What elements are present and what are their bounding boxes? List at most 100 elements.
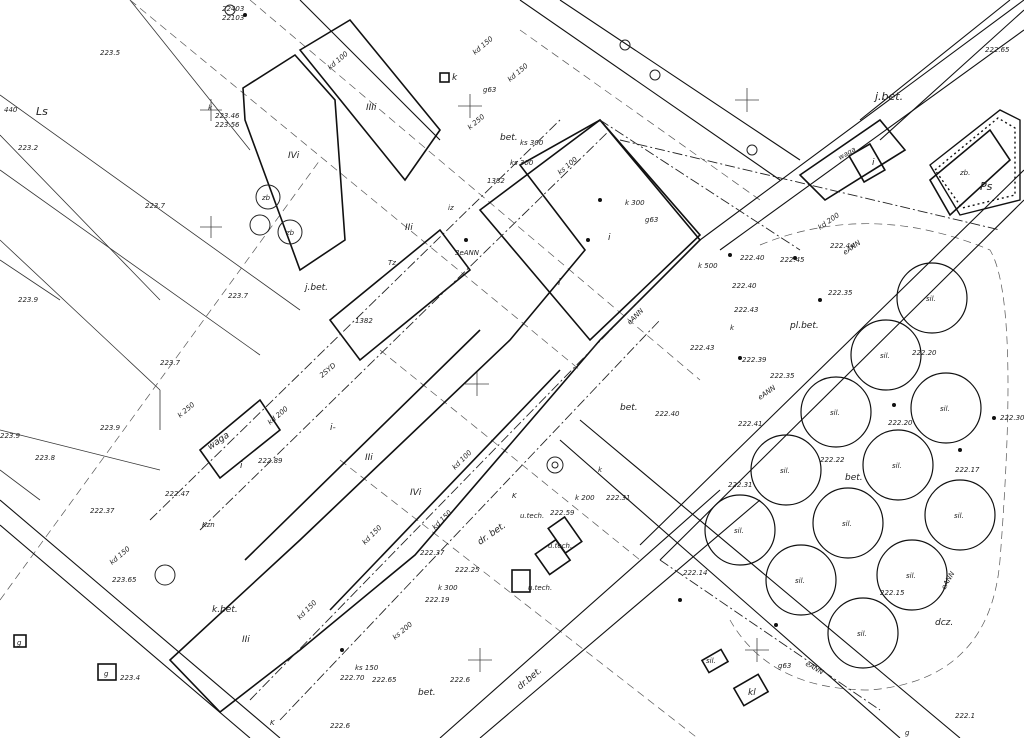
silo-label-5: sil. bbox=[892, 462, 902, 470]
building-label-9: IIi bbox=[242, 635, 250, 645]
elev-31: 222.70 bbox=[340, 674, 365, 682]
building-label-4: i bbox=[558, 278, 561, 288]
elev-13: 222.17 bbox=[955, 466, 980, 474]
building-label-5: IIi bbox=[405, 223, 413, 233]
elev-41: 222.15 bbox=[880, 589, 905, 597]
silo-12 bbox=[827, 597, 899, 669]
elev-5: 223.9 bbox=[100, 424, 121, 432]
building-labels: IVi IIIi i i IIi i- IVi IIi IIi i i bbox=[240, 103, 875, 645]
buildings bbox=[13, 18, 1012, 714]
label-dcz: dcz. bbox=[935, 618, 953, 628]
silo-label-9: sil. bbox=[734, 527, 744, 535]
marker-1: k bbox=[452, 73, 458, 83]
silo-label-12: sil. bbox=[857, 630, 867, 638]
silo-label-7: sil. bbox=[954, 512, 964, 520]
label-jbet-top: j.bet. bbox=[873, 90, 903, 103]
utility-label-6: ks 300 bbox=[520, 139, 544, 147]
marker-9: Tz bbox=[388, 259, 396, 267]
label-bet-bottom: bet. bbox=[418, 688, 436, 698]
silo-label-10: sil. bbox=[906, 572, 916, 580]
elev-40: 222.20 bbox=[888, 419, 913, 427]
silo-label-1: sil. bbox=[926, 295, 936, 303]
survey-points bbox=[243, 13, 996, 652]
elev-35: 22103 bbox=[222, 14, 244, 22]
utility-lines bbox=[149, 119, 1001, 721]
building-label-2: IIIi bbox=[366, 103, 377, 113]
marker-10: Kzn bbox=[202, 521, 215, 529]
marker-4: K bbox=[270, 719, 276, 727]
elev-33: 223.56 bbox=[215, 121, 240, 129]
marker-8: g bbox=[905, 729, 910, 737]
silo-8 bbox=[812, 487, 884, 559]
elev-3: 223.9 bbox=[18, 296, 39, 304]
elev-24: 222.89 bbox=[258, 457, 283, 465]
label-utech-2: u.tech. bbox=[548, 542, 572, 550]
elev-8: 223.2 bbox=[18, 144, 39, 152]
elev-36: 222.65 bbox=[985, 46, 1010, 54]
elev-48: 222.41 bbox=[738, 420, 763, 428]
retaining-wall bbox=[929, 109, 1021, 216]
marker-3: k bbox=[598, 466, 603, 474]
elev-30: 222.65 bbox=[372, 676, 397, 684]
parcel-lines bbox=[0, 0, 301, 501]
elev-6: 223.7 bbox=[160, 359, 181, 367]
elev-19: 222.43 bbox=[690, 344, 715, 352]
label-bet-center: bet. bbox=[620, 403, 638, 413]
utility-label-13: ks 150 bbox=[355, 664, 379, 672]
markers: k k k K k g g g Tz Kzn iz K bbox=[17, 73, 910, 737]
utility-label-30: g63 bbox=[778, 662, 791, 670]
label-zb-left2: zb bbox=[285, 229, 295, 237]
elev-45: 223.9 bbox=[0, 432, 21, 440]
elev-29: 222.19 bbox=[425, 596, 450, 604]
building-label-6: i- bbox=[330, 423, 336, 433]
elev-10: 222.6 bbox=[330, 722, 351, 730]
silo-1 bbox=[896, 262, 968, 334]
elev-2: 223.7 bbox=[145, 202, 166, 210]
elev-23: 223.65 bbox=[112, 576, 137, 584]
utility-label-12: k 200 bbox=[575, 494, 595, 502]
marker-12: K bbox=[512, 492, 518, 500]
marker-7: g bbox=[104, 670, 109, 678]
silos bbox=[704, 262, 996, 669]
grid-crosses bbox=[200, 88, 769, 672]
label-plbet: pl.bet. bbox=[789, 321, 819, 331]
utility-label-17: g63 bbox=[483, 86, 496, 94]
utility-label-23: 3eANN bbox=[455, 249, 480, 257]
building-label-10: i bbox=[240, 461, 243, 471]
silo-label-3: sil. bbox=[940, 405, 950, 413]
elev-14: 222.20 bbox=[912, 349, 937, 357]
elev-7: 223.8 bbox=[35, 454, 56, 462]
elev-49: 222.37 bbox=[90, 507, 115, 515]
elev-32: 223.46 bbox=[215, 112, 240, 120]
elev-4: 223.7 bbox=[228, 292, 249, 300]
elevation-labels: 223.5 223.7 223.9 223.7 223.9 223.7 223.… bbox=[0, 5, 1024, 730]
label-kbet: k.bet. bbox=[212, 605, 238, 615]
elev-42: 222.31 bbox=[728, 481, 753, 489]
elev-20: 222.40 bbox=[655, 410, 680, 418]
trees bbox=[154, 4, 758, 586]
elev-9: 222.6 bbox=[450, 676, 471, 684]
marker-6: g bbox=[17, 639, 22, 647]
elev-37: 222.14 bbox=[683, 569, 708, 577]
utility-label-29: ks 300 bbox=[510, 159, 534, 167]
elev-21: 1382 bbox=[487, 177, 505, 185]
building-label-8: IIi bbox=[365, 453, 373, 463]
elev-22: 1382 bbox=[355, 317, 373, 325]
silo-3 bbox=[910, 372, 982, 444]
marker-5: k bbox=[730, 324, 735, 332]
silo-2 bbox=[850, 319, 922, 391]
elev-43: 222.35 bbox=[770, 372, 795, 380]
elev-17: 222.40 bbox=[732, 282, 757, 290]
marker-11: iz bbox=[448, 204, 454, 212]
silo-7 bbox=[924, 479, 996, 551]
elev-1: 223.5 bbox=[100, 49, 121, 57]
elev-16: 222.44 bbox=[830, 242, 855, 250]
elev-47: 222.40 bbox=[740, 254, 765, 262]
silo-label-8: sil. bbox=[842, 520, 852, 528]
utility-label-18: g63 bbox=[645, 216, 658, 224]
silo-5 bbox=[862, 429, 934, 501]
silo-9 bbox=[704, 494, 776, 566]
silo-label-4: sil. bbox=[830, 409, 840, 417]
silo-11 bbox=[765, 544, 837, 616]
